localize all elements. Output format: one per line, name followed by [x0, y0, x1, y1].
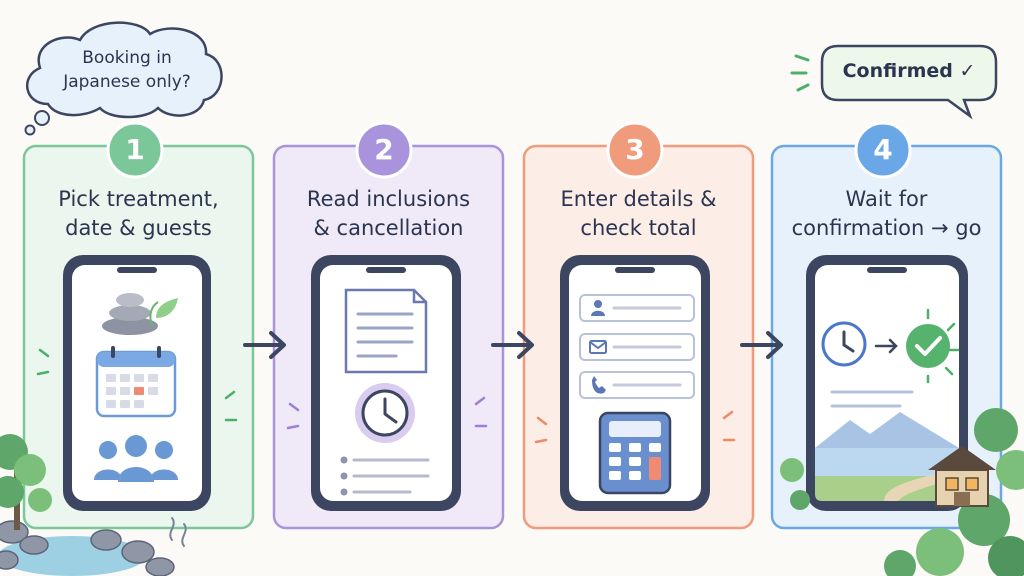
step-1-badge — [106, 121, 164, 179]
step-2-badge — [355, 121, 413, 179]
booking-question: Booking in Japanese only? — [63, 48, 191, 92]
calendar-icon — [95, 346, 177, 418]
ryokan-house — [928, 446, 996, 507]
accent-dashes-2 — [286, 396, 488, 430]
arrow-3-4 — [740, 331, 783, 359]
small-arrow-icon — [874, 338, 898, 354]
trees-right — [780, 408, 1024, 576]
text-lines-4 — [830, 390, 914, 408]
tree-left — [0, 434, 52, 530]
step-2-title: Read inclusions & cancellation — [306, 187, 471, 240]
step-3-number: 3 — [625, 133, 645, 166]
step-2-number: 2 — [374, 133, 394, 166]
clock-icon-2 — [355, 383, 415, 443]
step-4-number: 4 — [873, 133, 893, 166]
step-4-badge — [854, 121, 912, 179]
form-field-name — [579, 294, 695, 322]
step-4-title: Wait for confirmation → go — [791, 187, 982, 240]
step-3-title: Enter details & check total — [560, 187, 717, 240]
accent-dashes-3 — [534, 410, 736, 444]
onsen-pool — [0, 517, 187, 576]
calculator-icon — [598, 411, 672, 495]
sparkle-lines — [790, 54, 810, 92]
check-circle-icon — [906, 308, 960, 384]
form-field-phone — [579, 371, 695, 399]
bullet-list-icon — [340, 456, 430, 496]
guests-icon — [94, 435, 178, 482]
arrow-2-3 — [491, 331, 534, 359]
thought-bubble — [24, 21, 223, 136]
document-icon — [344, 288, 428, 374]
step-3-badge — [606, 121, 664, 179]
step-1-number: 1 — [125, 133, 145, 166]
spa-stones-icon — [102, 293, 178, 335]
form-field-email — [579, 333, 695, 361]
arrow-1-2 — [243, 331, 286, 359]
step-1-title: Pick treatment, date & guests — [58, 187, 219, 240]
confirmed-bubble — [790, 44, 998, 120]
confirmed-label: Confirmed ✓ — [842, 60, 976, 82]
clock-icon-4 — [821, 321, 867, 367]
accent-dashes-1 — [36, 348, 238, 422]
